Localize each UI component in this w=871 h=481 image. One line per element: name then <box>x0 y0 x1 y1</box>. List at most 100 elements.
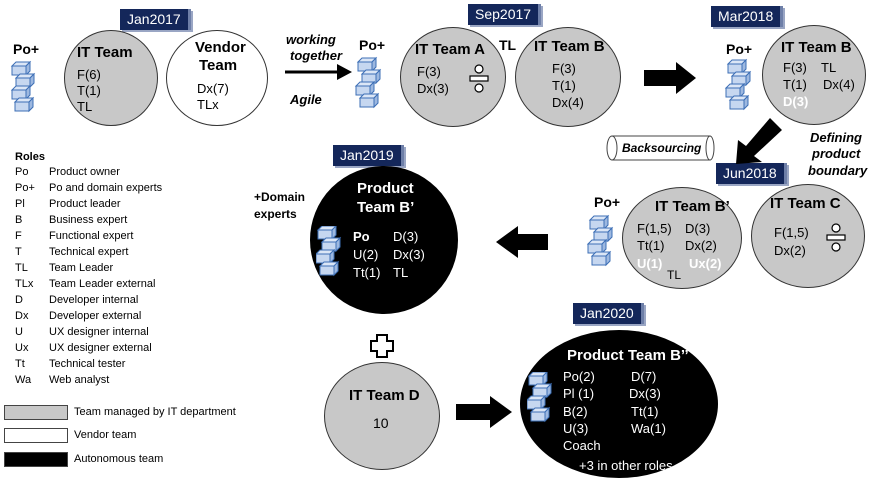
product-bpp-pl: Pl (1) <box>563 386 595 401</box>
product-bp-tl: TL <box>393 265 409 280</box>
product-bpp-coach: Coach <box>563 438 601 453</box>
product-bpp-po: Po(2) <box>563 369 595 384</box>
it-team-bp-title: IT Team B’ <box>655 198 730 215</box>
it-team-line-2: T(1) <box>77 83 101 98</box>
working-label: working <box>286 32 336 47</box>
vendor-team-line-1: Dx(7) <box>197 81 229 96</box>
legend-swatch-white <box>4 428 68 443</box>
legend-swatch-black <box>4 452 68 467</box>
it-team-c-dx: Dx(2) <box>774 243 806 258</box>
arrow-to-jan2019 <box>496 226 548 258</box>
it-team-b2-t: T(1) <box>783 77 807 92</box>
domain-experts-label-2: experts <box>254 207 297 221</box>
it-team-bp-d: D(3) <box>685 221 711 236</box>
cube-stack-icon-3 <box>725 59 751 110</box>
po-plus-label-4: Po+ <box>594 194 621 210</box>
it-team-b1-line-1: F(3) <box>552 61 576 76</box>
date-tag-jan2019: Jan2019 <box>333 145 404 166</box>
legend-label-white: Vendor team <box>74 429 137 441</box>
it-team-b-ellipse-1: IT Team B F(3) T(1) Dx(4) <box>515 27 621 127</box>
cube-stack-icon-6 <box>527 372 552 422</box>
date-tag-mar2018: Mar2018 <box>711 6 784 27</box>
product-bpp-wa: Wa(1) <box>631 421 666 436</box>
it-team-a-line-2: Dx(3) <box>417 81 449 96</box>
it-team-bp-u: U(1) <box>637 256 663 271</box>
po-plus-label-1: Po+ <box>13 41 40 57</box>
it-team-b2-dx: Dx(4) <box>823 77 855 92</box>
product-bp-po: Po <box>353 229 370 244</box>
domain-experts-label-1: +Domain <box>254 190 306 204</box>
it-team-bp-tt: Tt(1) <box>637 238 665 253</box>
arrow-to-mar2018 <box>644 62 696 94</box>
it-team-b2-d: D(3) <box>783 94 809 109</box>
vendor-team-line-2: TLx <box>197 97 219 112</box>
date-tag-sep2017: Sep2017 <box>468 4 542 25</box>
it-team-b2-title: IT Team B <box>781 39 852 56</box>
it-team-bp-ux: Ux(2) <box>689 256 722 271</box>
it-team-c-title: IT Team C <box>770 195 841 212</box>
it-team-a-line-1: F(3) <box>417 64 441 79</box>
role-item: Po+Po and domain experts <box>15 182 163 194</box>
it-team-line-3: TL <box>77 99 93 114</box>
product-bp-title-2: Team B’ <box>357 199 415 216</box>
it-team-title: IT Team <box>77 44 133 61</box>
date-tag-jan2017: Jan2017 <box>120 9 191 30</box>
product-bp-title-1: Product <box>357 180 414 197</box>
agile-label: Agile <box>290 92 322 107</box>
defining-label: Defining <box>810 130 862 145</box>
arrow-to-jun2018 <box>736 118 782 164</box>
it-team-b-ellipse-2: IT Team B F(3) TL T(1) Dx(4) D(3) <box>762 25 866 125</box>
legend-label-gray: Team managed by IT department <box>74 406 236 418</box>
vendor-team-ellipse: Vendor Team Dx(7) TLx <box>166 30 268 126</box>
it-team-c-f: F(1,5) <box>774 225 809 240</box>
it-team-b1-line-2: T(1) <box>552 78 576 93</box>
it-team-b2-tl: TL <box>821 60 837 75</box>
cube-stack-icon-2 <box>355 57 381 108</box>
it-team-b2-f: F(3) <box>783 60 807 75</box>
backsourcing-label: Backsourcing <box>622 141 702 155</box>
date-tag-jun2018: Jun2018 <box>716 163 787 184</box>
product-bpp-b: B(2) <box>563 404 588 419</box>
product-bp-d: D(3) <box>393 229 419 244</box>
product-bp-dx: Dx(3) <box>393 247 425 262</box>
it-team-c-ellipse: IT Team C F(1,5) Dx(2) <box>751 184 865 288</box>
legend-label-black: Autonomous team <box>74 453 164 465</box>
date-tag-jan2020: Jan2020 <box>573 303 644 324</box>
product-bpp-tt: Tt(1) <box>631 404 659 419</box>
it-team-d-count: 10 <box>373 415 389 431</box>
it-team-a-ellipse: IT Team A F(3) Dx(3) <box>400 27 506 127</box>
legend-swatch-gray <box>4 405 68 420</box>
roles-heading: Roles <box>15 151 45 163</box>
product-team-b-double-prime-ellipse: Product Team B’’ Po(2) D(7) Pl (1) Dx(3)… <box>520 330 718 478</box>
product-bpp-dx: Dx(3) <box>629 386 661 401</box>
it-team-bp-f: F(1,5) <box>637 221 672 236</box>
cube-stack-icon-1 <box>11 61 35 112</box>
it-team-ellipse: IT Team F(6) T(1) TL <box>64 30 158 126</box>
plus-icon <box>370 334 394 358</box>
together-label: together <box>290 48 342 63</box>
po-plus-label-3: Po+ <box>726 41 753 57</box>
divide-icon-a <box>469 64 489 93</box>
divide-icon-c <box>826 223 846 252</box>
it-team-line-1: F(6) <box>77 67 101 82</box>
product-bpp-title: Product Team B’’ <box>567 347 689 364</box>
vendor-team-title-2: Team <box>199 57 238 74</box>
boundary-label: boundary <box>808 163 868 178</box>
po-plus-label-2: Po+ <box>359 37 386 53</box>
it-team-d-title: IT Team D <box>349 387 420 404</box>
product-bpp-other: +3 in other roles <box>579 458 673 473</box>
product-bpp-u: U(3) <box>563 421 589 436</box>
product-bpp-d: D(7) <box>631 369 657 384</box>
it-team-b-prime-ellipse: IT Team B’ F(1,5) D(3) Tt(1) Dx(2) U(1) … <box>622 187 742 289</box>
